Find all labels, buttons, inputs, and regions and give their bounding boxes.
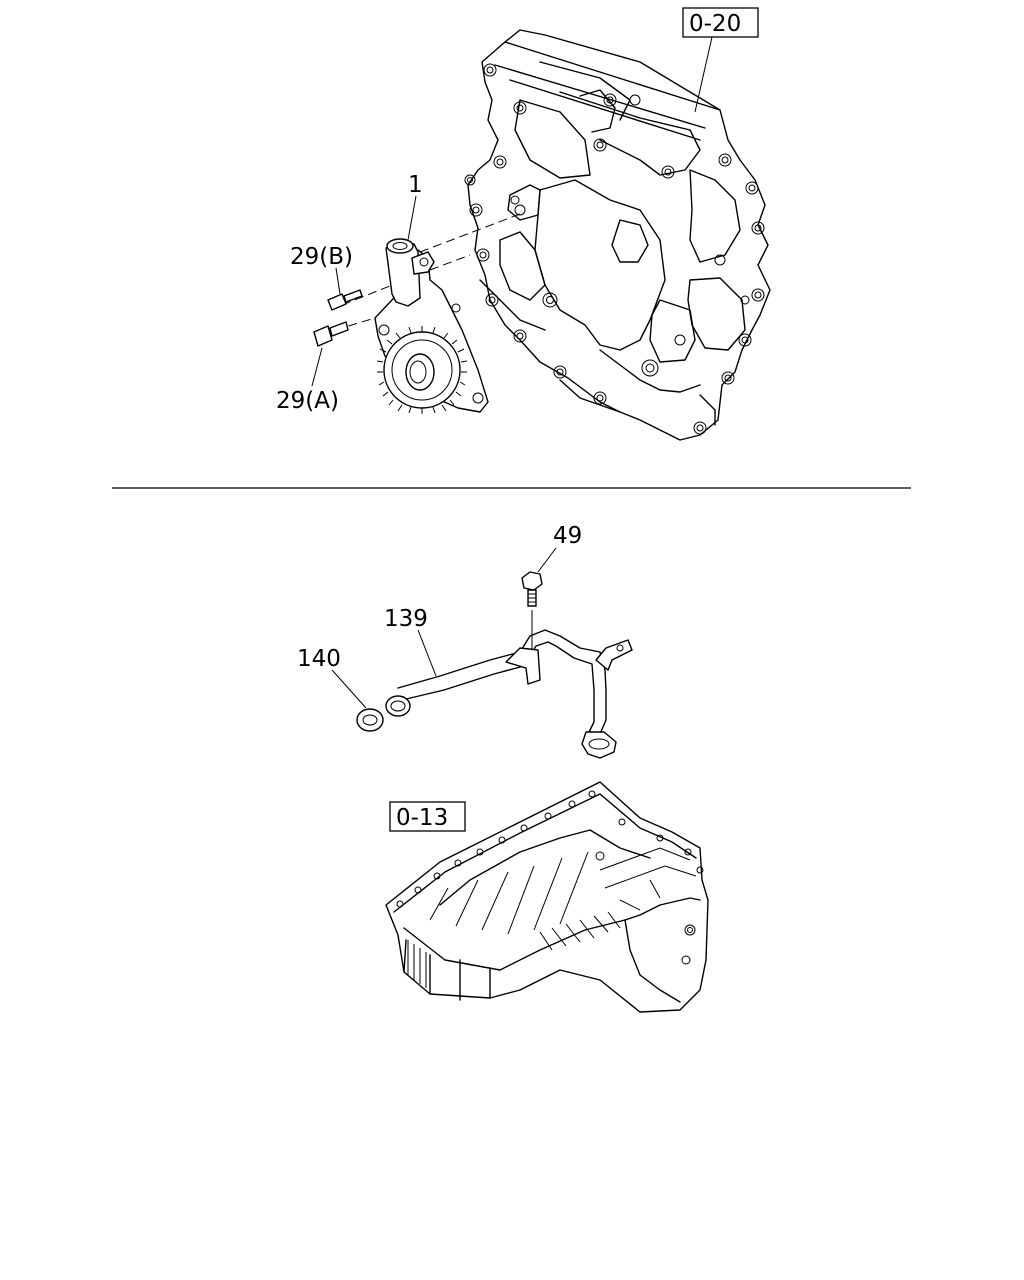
oil-pan — [385, 781, 709, 1013]
callout-part-29a: 29(A) — [276, 388, 339, 414]
callout-part-29b: 29(B) — [290, 244, 353, 270]
callout-part-1: 1 — [408, 172, 423, 198]
reference-box-front-cover: 0-20 — [682, 7, 759, 38]
leader-lines-lower — [331, 547, 557, 709]
o-ring-140 — [356, 708, 384, 732]
callout-part-49: 49 — [553, 523, 582, 549]
pump-gear — [376, 326, 468, 414]
bolt-29b — [327, 289, 363, 311]
callout-part-140: 140 — [297, 646, 341, 672]
oil-strainer-pipe — [385, 629, 633, 759]
reference-label-front-cover: 0-20 — [689, 11, 741, 37]
reference-box-oil-pan: 0-13 — [389, 801, 466, 832]
front-cover-housing — [464, 29, 771, 441]
reference-label-oil-pan: 0-13 — [396, 805, 448, 831]
callout-part-139: 139 — [384, 606, 428, 632]
bolt-49 — [521, 571, 543, 607]
leader-lines-upper — [311, 36, 713, 387]
oil-pump-assembly — [374, 238, 489, 414]
bolt-29a — [313, 321, 349, 347]
